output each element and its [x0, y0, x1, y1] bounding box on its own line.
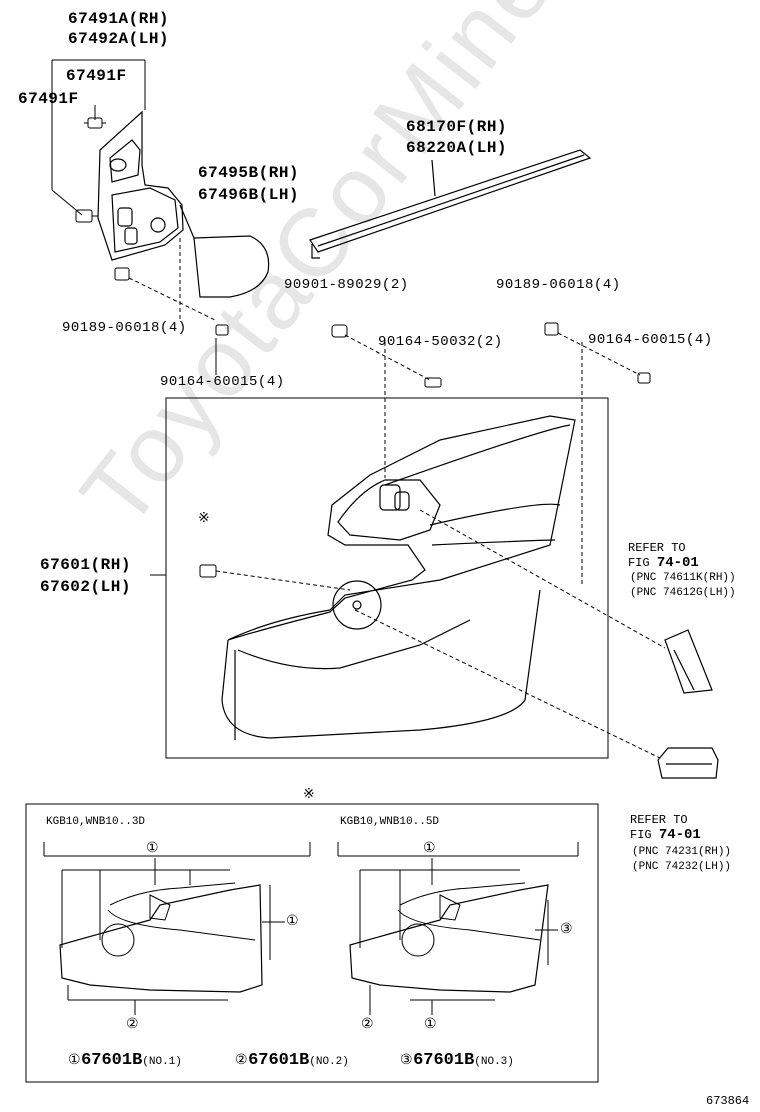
ref1-fig-line: FIG 74-01 — [628, 555, 699, 571]
ref1-pnc1: (PNC 74611K(RH)) — [630, 572, 736, 584]
inset-right-callout-2: ② — [361, 1017, 375, 1033]
ref1-pnc2: (PNC 74612G(LH)) — [630, 587, 736, 599]
label-90164-60015-right: 90164-60015(4) — [588, 332, 713, 348]
figure-id: 673864 — [706, 1094, 750, 1108]
inset-frame — [25, 803, 599, 1083]
label-67601: 67601(RH) — [40, 556, 131, 574]
ref1-refer: REFER TO — [628, 541, 686, 555]
legend-3-note: (NO.3) — [474, 1056, 514, 1068]
screw-90164-60015-right — [637, 372, 651, 384]
label-90189-left: 90189-06018(4) — [62, 320, 187, 336]
label-68220A: 68220A(LH) — [406, 139, 508, 157]
clip-90189-right — [544, 322, 641, 585]
legend-1-part: 67601B — [81, 1051, 143, 1070]
inset-right-callout-1-bottom: ① — [424, 1017, 438, 1033]
legend-1-note: (NO.1) — [142, 1056, 182, 1068]
clip-90901 — [331, 324, 431, 478]
inset-right-title: KGB10,WNB10..5D — [340, 816, 440, 828]
inset-asterisk: ※ — [303, 787, 316, 803]
inset-right-callout-1-top: ① — [423, 841, 437, 857]
inset-left-callout-2: ② — [126, 1017, 140, 1033]
screw-90164-50032 — [424, 377, 442, 388]
nut-90189-left — [114, 238, 216, 321]
clip-asterisk — [199, 564, 351, 591]
label-67491A: 67491A(RH) — [68, 10, 170, 28]
legend-item-3: ③67601B(NO.3) — [400, 1051, 514, 1070]
label-67491F-b: 67491F — [18, 90, 79, 108]
door-trim-frame — [165, 397, 609, 759]
label-90189-right: 90189-06018(4) — [496, 277, 621, 293]
pad-67495B — [179, 204, 270, 298]
dash-to-handle-2 — [354, 609, 661, 759]
asterisk-mark-clip: ※ — [198, 511, 211, 527]
ref2-refer: REFER TO — [630, 813, 688, 827]
label-67495B: 67495B(RH) — [198, 164, 300, 182]
screw-90164-left — [215, 324, 229, 375]
legend-2-mark: ② — [235, 1053, 249, 1069]
label-90164-50032: 90164-50032(2) — [378, 334, 503, 350]
mirror-base-cover — [97, 110, 184, 261]
handle-74611K — [664, 629, 713, 694]
ref1-fignum: 74-01 — [656, 555, 699, 571]
door-trim-panel — [221, 415, 576, 740]
clip-67491F-bottom — [75, 209, 98, 223]
ref2-pnc2: (PNC 74232(LH)) — [632, 861, 732, 873]
ref2-pnc1: (PNC 74231(RH)) — [632, 846, 732, 858]
label-67602: 67602(LH) — [40, 578, 131, 596]
legend-2-part: 67601B — [248, 1051, 310, 1070]
legend-3-mark: ③ — [400, 1053, 414, 1069]
ref2-fig: FIG — [630, 828, 659, 842]
dash-to-handle-1 — [419, 509, 666, 649]
ref1-fig: FIG — [628, 556, 657, 570]
label-67492A: 67492A(LH) — [68, 30, 170, 48]
legend-2-note: (NO.2) — [309, 1056, 349, 1068]
inset-left-trim — [43, 842, 311, 1015]
label-68170F: 68170F(RH) — [406, 118, 508, 136]
inset-right-trim — [337, 842, 579, 1015]
label-90164-60015-left: 90164-60015(4) — [160, 374, 285, 390]
legend-1-mark: ① — [68, 1053, 82, 1069]
ref2-fig-line: FIG 74-01 — [630, 827, 701, 843]
legend-3-part: 67601B — [413, 1051, 475, 1070]
inset-left-callout-1-side: ① — [286, 914, 300, 930]
ref2-fignum: 74-01 — [658, 827, 701, 843]
legend-item-2: ②67601B(NO.2) — [235, 1051, 349, 1070]
inset-right-callout-3: ③ — [560, 922, 574, 938]
clip-67491F-top — [84, 117, 106, 129]
weatherstrip-68170F — [309, 149, 592, 259]
label-67491F-a: 67491F — [66, 67, 127, 85]
label-90901: 90901-89029(2) — [284, 277, 409, 293]
mirror-base-leader-lines — [51, 59, 146, 216]
inset-left-callout-1-top: ① — [146, 841, 160, 857]
inset-left-title: KGB10,WNB10..3D — [46, 816, 146, 828]
switch-base-74231 — [657, 747, 719, 779]
label-67496B: 67496B(LH) — [198, 186, 300, 204]
legend-item-1: ①67601B(NO.1) — [68, 1051, 182, 1070]
